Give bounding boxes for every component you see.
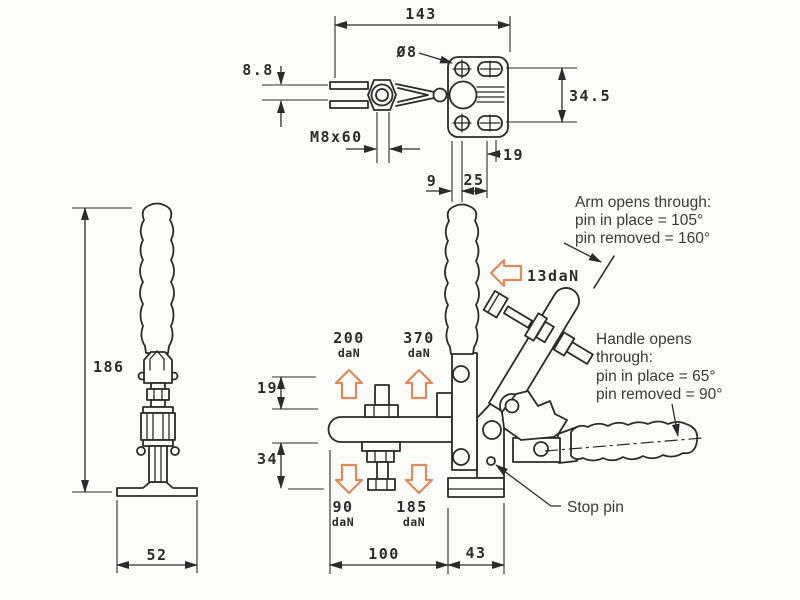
force-200-unit: daN [338,346,360,360]
arm-open-position [488,287,580,418]
force-left-arrow-handle [489,258,523,288]
force-200: 200 [333,329,365,347]
force-13dan: 13daN [527,267,580,285]
dim-143: 143 [405,5,437,23]
handle-centerline [544,437,704,452]
dim-43: 43 [465,544,486,562]
base-flange-front [116,481,198,497]
note-handle-4: pin removed = 90° [596,386,722,403]
spindle-threads [476,86,505,103]
clamping-bar [327,416,453,443]
dim-dia8: Ø8 [395,43,417,61]
note-handle-2: through: [596,349,653,366]
dim-100: 100 [368,545,400,563]
force-185: 185 [396,498,428,516]
clamp-foot [447,477,505,498]
front-view: 186 52 [72,202,198,573]
note-stop-pin: Stop pin [567,499,624,516]
note-handle-1: Handle opens [596,331,692,348]
dim-52: 52 [146,546,167,564]
v-arm [395,83,435,107]
note-handle-3: pin in place = 65° [596,368,716,385]
main-view: 200 daN 370 daN 90 daN 185 daN 13daN 19 … [257,194,722,574]
pivot-boss [448,80,478,110]
force-90: 90 [332,498,353,516]
hex-nut-front [146,388,170,401]
open-spindle-head [482,290,509,319]
open-spindle-shaft [503,305,533,329]
dim-34-5: 34.5 [569,87,611,105]
fork-prong-top [329,81,369,90]
dim-25: 25 [463,171,484,189]
spindle-nut-bottom [367,478,396,491]
note-arm-2: pin in place = 105° [575,212,703,229]
dim-186: 186 [93,358,125,376]
dim-9: 9 [427,172,438,190]
guide-block [140,412,176,441]
fork-prong-bottom [329,100,369,109]
clevis-bracket [143,351,173,384]
dim-19-main: 19 [257,379,278,397]
force-up-arrow-left [334,368,364,400]
top-view: 143 Ø8 8.8 M8x60 [242,5,611,202]
spindle-stem [374,384,390,406]
force-down-arrow-right [404,463,434,495]
handle-grip-closed [444,203,480,355]
handle-grip-front [139,202,175,354]
toggle-link [501,390,568,441]
force-185-unit: daN [403,515,425,529]
force-370: 370 [403,329,435,347]
body-pivot-hole [482,420,502,440]
force-370-unit: daN [408,346,430,360]
note-arm-3: pin removed = 160° [575,230,710,247]
stop-pin-hole [486,456,496,466]
arm-step [436,392,453,418]
force-down-arrow-left [334,463,364,495]
note-arm-1: Arm opens through: [575,194,711,211]
handle-open-position [570,420,699,462]
spindle-nut-lower [366,450,395,463]
spindle-nut-upper [364,404,399,418]
dim-19-top: 19 [503,146,524,164]
dim-m8x60: M8x60 [310,128,363,146]
dim-8-8: 8.8 [242,61,274,79]
force-90-unit: daN [332,515,354,529]
force-up-arrow-right [404,368,434,400]
dim-34: 34 [257,450,278,468]
open-spindle-end [565,341,594,365]
